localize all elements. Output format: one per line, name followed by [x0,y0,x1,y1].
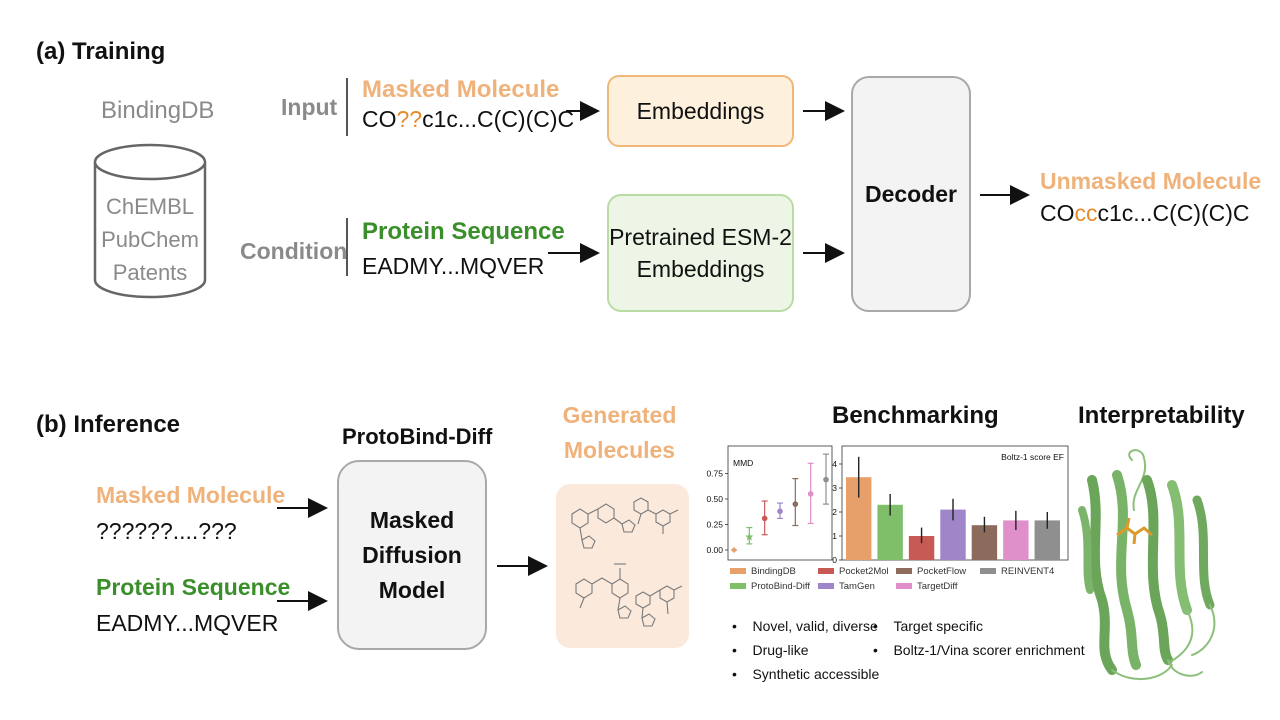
legend-label: PocketFlow [917,566,966,577]
legend-swatch [896,583,912,589]
generated-line2: Molecules [563,437,676,463]
boltz-chart-title: Boltz-1 score EF [1001,452,1064,462]
legend-label: TamGen [839,581,875,592]
embeddings-box: Embeddings [607,75,794,147]
bullet-druglike: • Drug-like [732,642,809,658]
ligand-icon [1116,517,1153,545]
legend-label: TargetDiff [917,581,958,592]
boltz-tick-label: 2 [832,507,837,517]
decoder-box: Decoder [851,76,971,312]
training-title: (a) Training [36,38,166,65]
boltz-y-ticks: 0 1 2 3 4 [832,459,842,565]
condition-divider [346,218,348,276]
protein-structure-icon [1078,449,1216,681]
inf-masked-sequence: ??????....??? [96,518,237,544]
input-label: Input [281,94,338,120]
db-item-chembl: ChEMBL [105,194,195,219]
mmd-point [792,501,799,507]
mmd-point [745,532,754,541]
esm-embeddings-box: Pretrained ESM-2 Embeddings [607,194,794,312]
mmd-point [777,508,783,515]
bullet-scorer: • Boltz-1/Vina scorer enrichment [873,642,1085,658]
inf-protein-sequence: EADMY...MQVER [96,610,279,636]
boltz-marks [846,456,1060,560]
legend-swatch [730,568,746,574]
masked-diffusion-model-box: Masked Diffusion Model [337,460,487,650]
inference-title: (b) Inference [36,411,181,438]
bullet-target-specific: • Target specific [873,618,983,634]
train-masked-sequence: CO??c1c...C(C)(C)C [362,106,575,132]
db-item-pubchem: PubChem [101,227,199,252]
legend-label: BindingDB [751,566,796,577]
boltz-tick-label: 4 [832,459,837,469]
mmd-y-ticks: 0.00 0.25 0.50 0.75 [706,469,728,555]
mmd-point [731,547,737,553]
inference-arrows [277,498,548,611]
boltz-tick-label: 3 [832,483,837,493]
condition-label: Condition [240,238,348,264]
mmd-tick-label: 0.25 [706,520,723,530]
mmd-tick-label: 0.75 [706,469,723,479]
train-masked-molecule-heading: Masked Molecule [362,76,560,103]
bullet-synthetic: • Synthetic accessible [732,666,880,682]
input-divider [346,78,348,136]
training-arrows [548,101,1030,263]
train-protein-heading: Protein Sequence [362,218,565,245]
inf-masked-molecule-heading: Masked Molecule [96,482,286,508]
legend-swatch [818,583,834,589]
benchmark-charts: MMD 0.00 0.25 0.50 0.75 Boltz-1 score EF 0 1… [706,445,1069,592]
legend-label: Pocket2Mol [839,566,889,577]
unmasked-molecule-heading: Unmasked Molecule [1040,168,1262,194]
mmd-point [807,491,814,497]
boltz-tick-label: 0 [832,555,837,565]
db-title: BindingDB [101,97,215,124]
model-title: ProtoBind-Diff [342,424,493,449]
generated-line1: Generated [562,402,677,428]
mmd-tick-label: 0.00 [706,545,723,555]
benchmarking-title: Benchmarking [832,402,999,429]
train-protein-sequence: EADMY...MQVER [362,253,545,279]
mmd-tick-label: 0.50 [706,494,723,504]
interpretability-title: Interpretability [1078,402,1245,429]
legend-swatch [730,583,746,589]
inf-protein-heading: Protein Sequence [96,574,291,600]
mmd-point [761,515,768,522]
mmd-point [823,476,829,483]
unmasked-sequence: COccc1c...C(C)(C)C [1040,200,1250,226]
legend-swatch [980,568,996,574]
legend-label: ProtoBind-Diff [751,581,810,592]
legend-swatch [818,568,834,574]
molecule-sketches-icon [571,497,683,627]
boltz-tick-label: 1 [832,531,837,541]
generated-molecules-panel [556,484,689,648]
legend-swatch [896,568,912,574]
bullets-right: • Target specific • Boltz-1/Vina scorer … [873,618,1085,666]
mmd-marks [731,453,829,553]
bullets-left: • Novel, valid, diverse • Drug-like • Sy… [732,618,879,690]
legend-label: REINVENT4 [1001,566,1054,577]
mmd-chart-title: MMD [733,458,753,468]
database-cylinder-icon [93,143,207,299]
bullet-novel: • Novel, valid, diverse [732,618,878,634]
db-item-patents: Patents [112,260,188,285]
